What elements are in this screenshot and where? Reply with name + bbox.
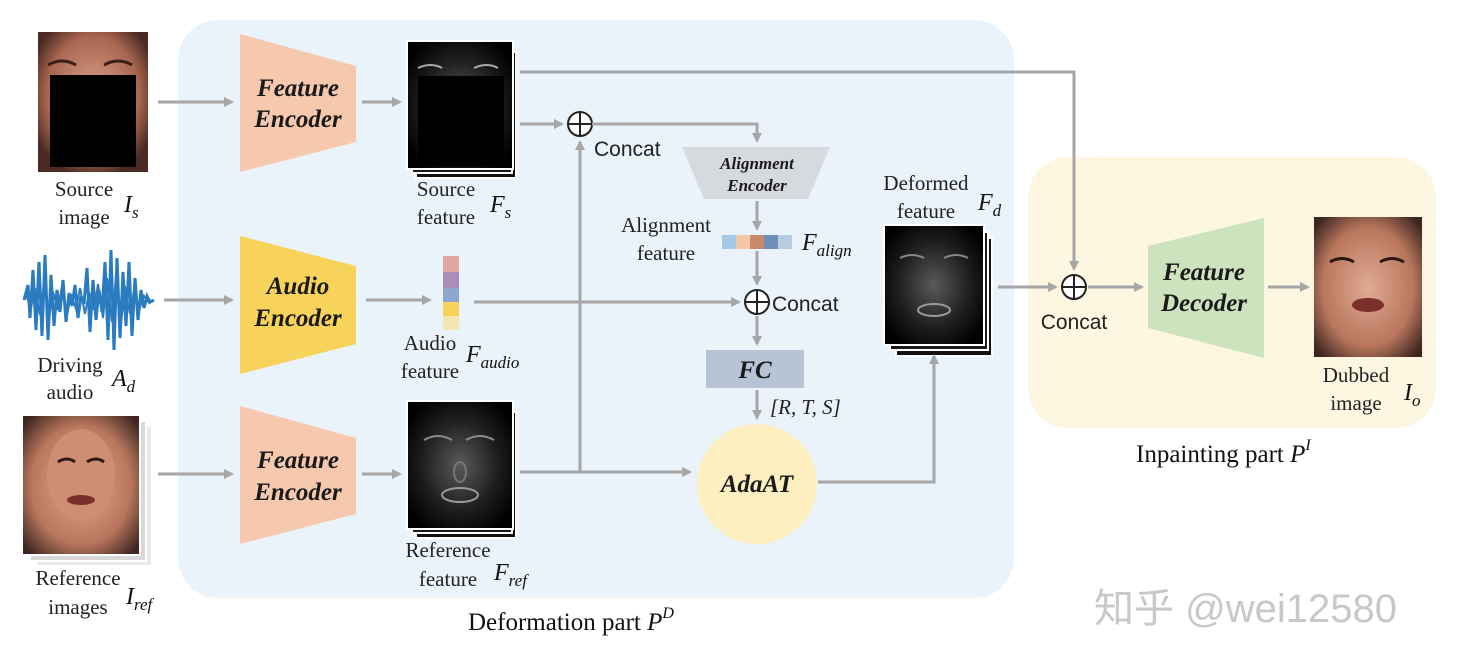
alignment-feature-vector bbox=[722, 235, 792, 249]
adaat-block: AdaAT bbox=[697, 424, 817, 544]
reference-feature-label-line1: Reference bbox=[405, 538, 490, 562]
deformed-feature-symbol: Fd bbox=[977, 190, 1002, 220]
driving-audio-label-line2: audio bbox=[47, 380, 94, 404]
audio-feature-label-line1: Audio bbox=[404, 331, 457, 355]
dubbed-image-label-line1: Dubbed bbox=[1323, 363, 1390, 387]
deformed-feature-label-line1: Deformed bbox=[883, 171, 969, 195]
audio-feature-vector bbox=[443, 256, 459, 330]
watermark: 知乎 @wei12580 bbox=[1094, 587, 1397, 631]
concat-op-3 bbox=[1061, 274, 1087, 300]
alignment-encoder: Alignment Encoder bbox=[682, 147, 830, 199]
driving-audio-label-line1: Driving bbox=[37, 353, 103, 377]
source-feature-label-line2: feature bbox=[417, 205, 475, 229]
feature-encoder-top: Feature Encoder bbox=[240, 34, 356, 172]
audio-feature-label-line2: feature bbox=[401, 359, 459, 383]
concat-label-2: Concat bbox=[772, 293, 839, 316]
audio-feature-symbol: Faudio bbox=[465, 342, 519, 372]
deformation-part-label: Deformation part PD bbox=[468, 605, 674, 636]
svg-text:Encoder: Encoder bbox=[253, 479, 342, 506]
svg-text:Feature: Feature bbox=[1162, 259, 1245, 286]
alignment-feature-symbol: Falign bbox=[801, 230, 852, 260]
source-image-label-line2: image bbox=[58, 205, 109, 229]
reference-images bbox=[21, 414, 153, 567]
source-feature-stack bbox=[406, 40, 517, 179]
svg-text:Decoder: Decoder bbox=[1160, 290, 1247, 317]
dubbed-image-label-line2: image bbox=[1330, 391, 1381, 415]
reference-feature-stack bbox=[406, 400, 517, 539]
fc-block: FC bbox=[706, 350, 804, 388]
concat-label-3: Concat bbox=[1041, 311, 1108, 334]
svg-text:Encoder: Encoder bbox=[726, 176, 787, 195]
source-image bbox=[38, 32, 148, 172]
driving-audio-waveform bbox=[22, 249, 155, 351]
reference-feature-symbol: Fref bbox=[493, 560, 529, 590]
inpainting-part-label: Inpainting part PI bbox=[1136, 437, 1311, 468]
reference-images-symbol: Iref bbox=[125, 584, 155, 614]
reference-images-label-line2: images bbox=[48, 595, 107, 619]
alignment-feature-label-line2: feature bbox=[637, 241, 695, 265]
concat-label-1: Concat bbox=[594, 138, 661, 161]
source-image-label-line1: Source bbox=[55, 177, 113, 201]
feature-encoder-bottom: Feature Encoder bbox=[240, 406, 356, 544]
reference-images-label-line1: Reference bbox=[35, 566, 120, 590]
svg-text:Encoder: Encoder bbox=[253, 305, 342, 332]
driving-audio-symbol: Ad bbox=[110, 366, 136, 396]
alignment-feature-label-line1: Alignment bbox=[621, 213, 711, 237]
deformed-feature-label-line2: feature bbox=[897, 199, 955, 223]
dubbed-image-symbol: Io bbox=[1403, 380, 1421, 410]
concat-op-1 bbox=[567, 111, 593, 137]
rts-label: [R, T, S] bbox=[770, 395, 841, 419]
svg-text:Feature: Feature bbox=[256, 447, 339, 474]
feature-decoder: Feature Decoder bbox=[1148, 218, 1264, 358]
arrows bbox=[158, 70, 1310, 484]
source-feature-label-line1: Source bbox=[417, 177, 475, 201]
svg-text:Encoder: Encoder bbox=[253, 106, 342, 133]
svg-text:Feature: Feature bbox=[256, 75, 339, 102]
concat-op-2 bbox=[744, 289, 770, 315]
svg-text:FC: FC bbox=[737, 357, 772, 384]
svg-text:Alignment: Alignment bbox=[719, 154, 795, 173]
dubbed-image bbox=[1314, 217, 1422, 357]
source-feature-symbol: Fs bbox=[489, 192, 512, 222]
svg-text:AdaAT: AdaAT bbox=[719, 471, 795, 498]
source-image-symbol: Is bbox=[123, 192, 139, 222]
svg-text:Audio: Audio bbox=[265, 273, 330, 300]
audio-encoder: Audio Encoder bbox=[240, 236, 356, 374]
deformed-feature-stack bbox=[883, 224, 993, 357]
reference-feature-label-line2: feature bbox=[419, 567, 477, 591]
